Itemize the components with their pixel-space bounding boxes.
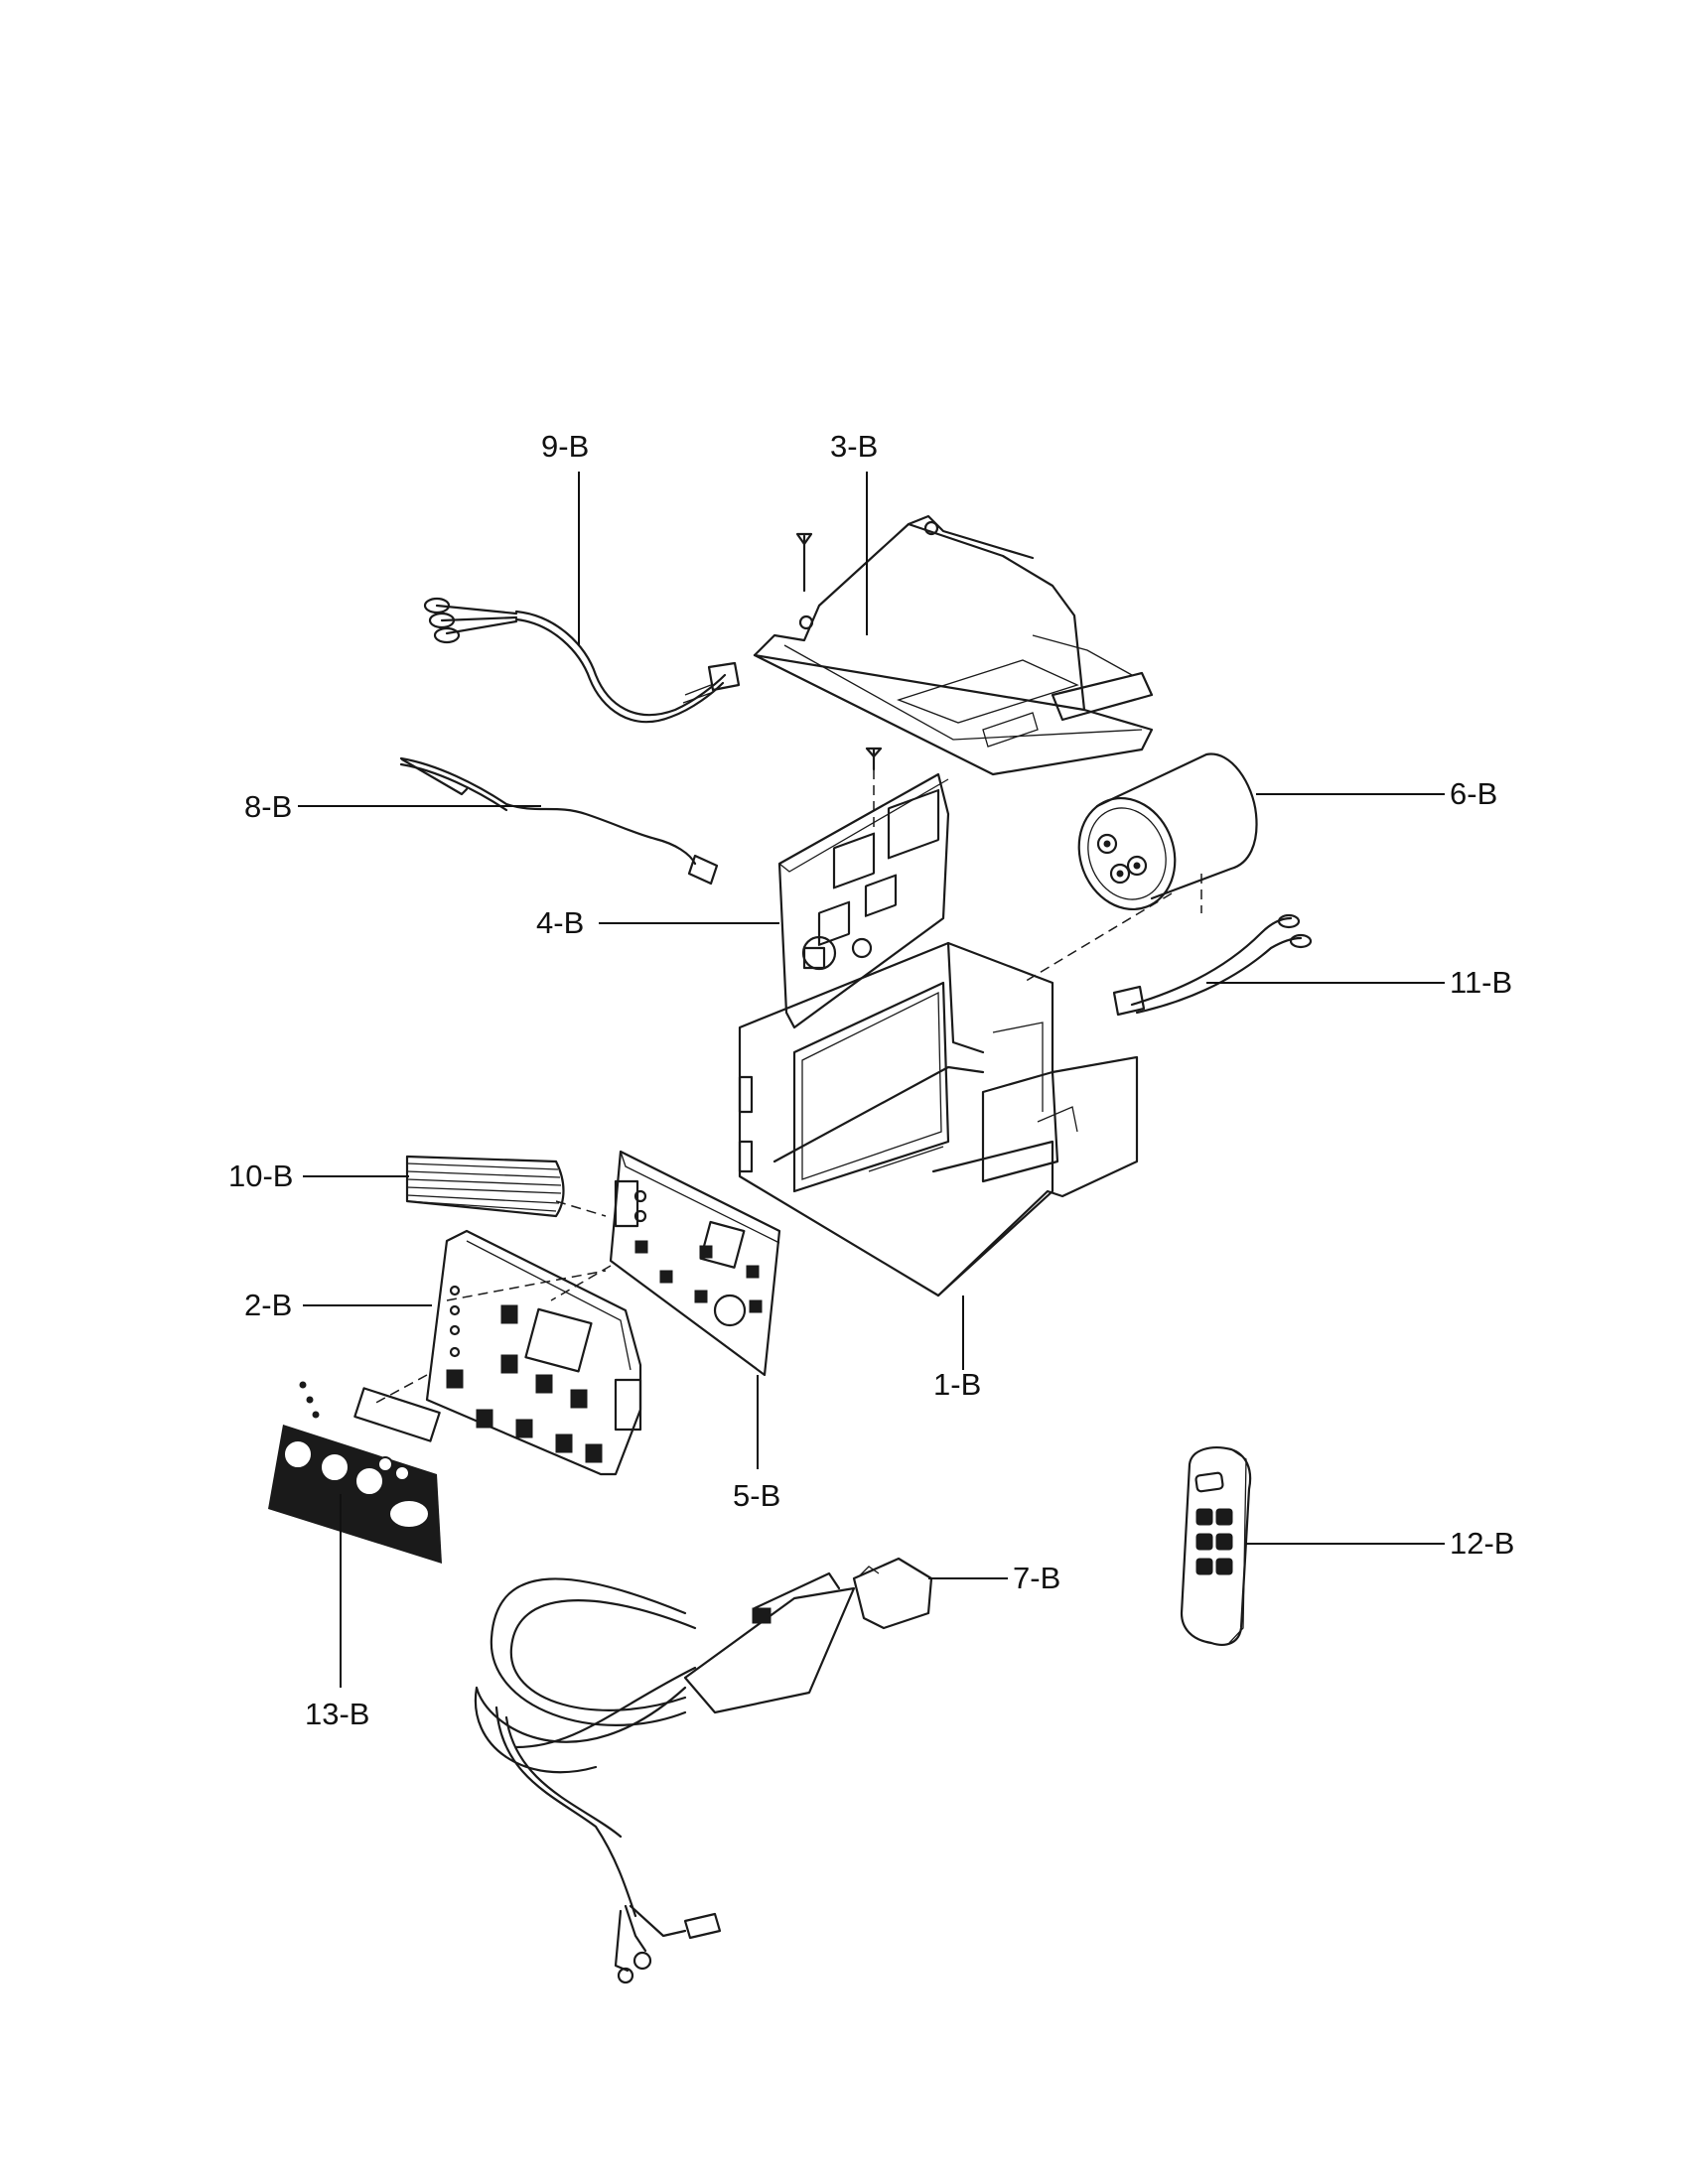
ribbon-cable-icon — [405, 1155, 565, 1218]
callout-7b: 7-B — [1013, 1561, 1060, 1595]
callout-2b: 2-B — [244, 1288, 292, 1322]
callout-1b: 1-B — [933, 1367, 981, 1402]
callout-6b: 6-B — [1450, 776, 1497, 811]
callout-12b: 12-B — [1450, 1526, 1514, 1561]
callout-5b: 5-B — [733, 1478, 780, 1513]
callout-8b: 8-B — [244, 789, 292, 824]
callout-4b: 4-B — [536, 905, 584, 940]
thermistor-sensor-icon — [399, 756, 719, 886]
wire-harness-icon — [423, 597, 741, 724]
control-panel-icon — [425, 1229, 642, 1476]
callout-13b: 13-B — [305, 1697, 369, 1731]
capacitor-icon — [1077, 752, 1258, 911]
panel-decal-icon — [268, 1381, 442, 1564]
power-cord-icon — [474, 1557, 933, 1984]
callout-11b: 11-B — [1450, 965, 1512, 1000]
main-pcb-icon — [777, 747, 950, 1029]
remote-control-icon — [1180, 1446, 1252, 1646]
callout-3b: 3-B — [830, 429, 878, 464]
callout-9b: 9-B — [541, 429, 589, 464]
control-cover-icon — [753, 514, 1154, 776]
control-box-icon — [738, 941, 1139, 1297]
callout-10b: 10-B — [228, 1159, 293, 1193]
capacitor-wire-icon — [1112, 913, 1313, 1017]
display-pcb-icon — [609, 1150, 781, 1377]
